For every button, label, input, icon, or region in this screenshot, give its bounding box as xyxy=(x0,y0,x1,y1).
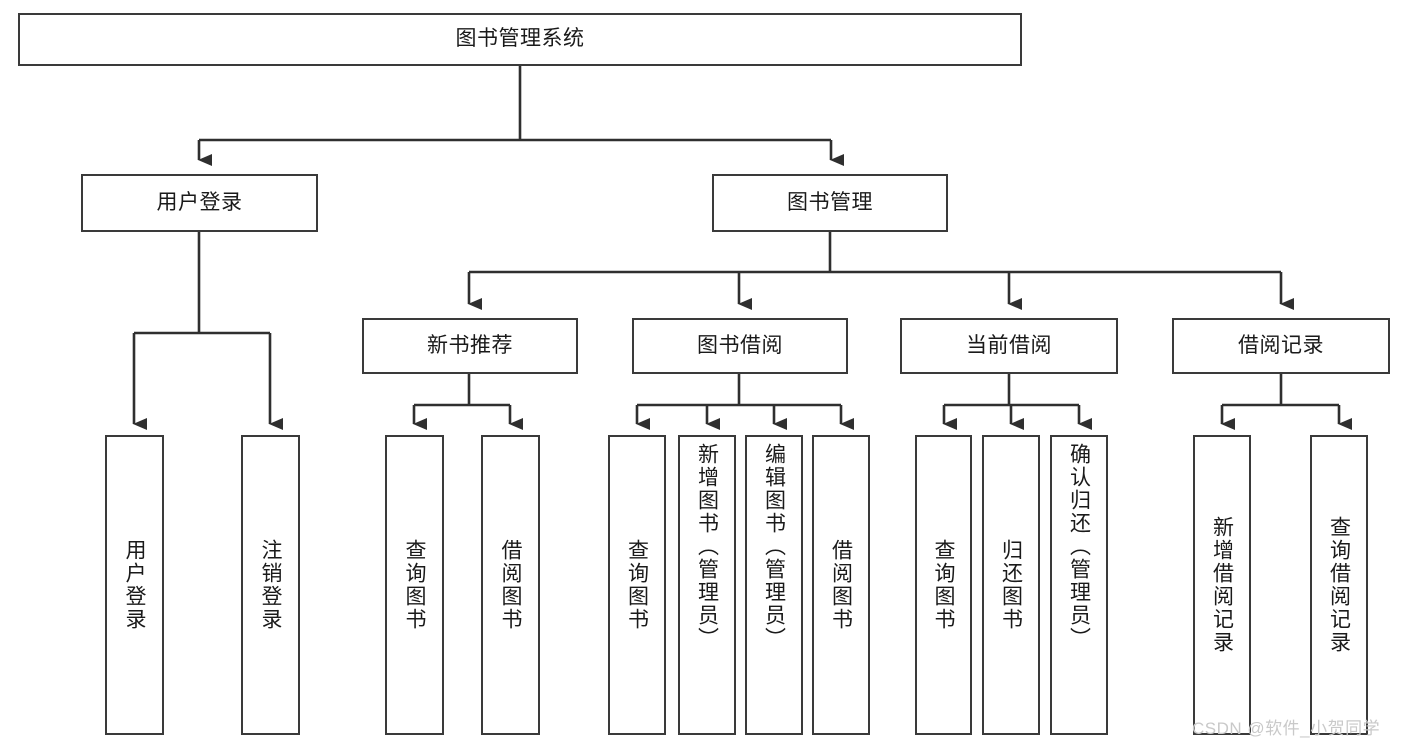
leaf-recommend-query-book[interactable]: 查询图书 xyxy=(385,435,444,735)
leaf-borrow-edit-book-admin[interactable]: 编辑图书（管理员） xyxy=(745,435,803,735)
node-current-borrow[interactable]: 当前借阅 xyxy=(900,318,1118,374)
node-label: 新书推荐 xyxy=(427,333,513,357)
node-label: 借阅图书 xyxy=(829,539,853,631)
leaf-current-return-book[interactable]: 归还图书 xyxy=(982,435,1040,735)
node-label: 注销登录 xyxy=(259,539,282,631)
leaf-records-add-record[interactable]: 新增借阅记录 xyxy=(1193,435,1251,735)
leaf-user-login-login[interactable]: 用户登录 xyxy=(105,435,164,735)
leaf-user-login-logout[interactable]: 注销登录 xyxy=(241,435,300,735)
node-label: 查询图书 xyxy=(403,539,426,631)
leaf-borrow-add-book-admin[interactable]: 新增图书（管理员） xyxy=(678,435,736,735)
node-label: 编辑图书（管理员） xyxy=(762,443,786,650)
csdn-watermark: CSDN @软件_小贺同学 xyxy=(1192,719,1381,738)
node-label: 查询图书 xyxy=(932,539,955,631)
node-label: 新增借阅记录 xyxy=(1210,516,1234,654)
node-user-login[interactable]: 用户登录 xyxy=(81,174,318,232)
node-label: 借阅记录 xyxy=(1238,333,1324,357)
node-label: 新增图书（管理员） xyxy=(695,443,719,650)
node-label: 图书借阅 xyxy=(697,333,783,357)
node-label: 图书管理系统 xyxy=(455,27,585,51)
node-book-borrow[interactable]: 图书借阅 xyxy=(632,318,848,374)
node-label: 确认归还（管理员） xyxy=(1067,443,1091,650)
leaf-borrow-borrow-book[interactable]: 借阅图书 xyxy=(812,435,870,735)
node-label: 归还图书 xyxy=(999,539,1023,631)
node-new-book-recommend[interactable]: 新书推荐 xyxy=(362,318,578,374)
node-label: 查询借阅记录 xyxy=(1327,516,1351,654)
leaf-recommend-borrow-book[interactable]: 借阅图书 xyxy=(481,435,540,735)
leaf-current-query-book[interactable]: 查询图书 xyxy=(915,435,972,735)
node-label: 借阅图书 xyxy=(499,539,522,631)
node-label: 当前借阅 xyxy=(966,333,1052,357)
leaf-borrow-query-book[interactable]: 查询图书 xyxy=(608,435,666,735)
node-label: 用户登录 xyxy=(156,190,243,214)
node-root-book-management-system[interactable]: 图书管理系统 xyxy=(18,13,1022,66)
leaf-current-confirm-return-admin[interactable]: 确认归还（管理员） xyxy=(1050,435,1108,735)
node-label: 图书管理 xyxy=(787,190,873,214)
node-label: 用户登录 xyxy=(123,539,146,631)
node-label: 查询图书 xyxy=(625,539,649,631)
node-borrow-records[interactable]: 借阅记录 xyxy=(1172,318,1390,374)
leaf-records-query-record[interactable]: 查询借阅记录 xyxy=(1310,435,1368,735)
node-book-management[interactable]: 图书管理 xyxy=(712,174,948,232)
